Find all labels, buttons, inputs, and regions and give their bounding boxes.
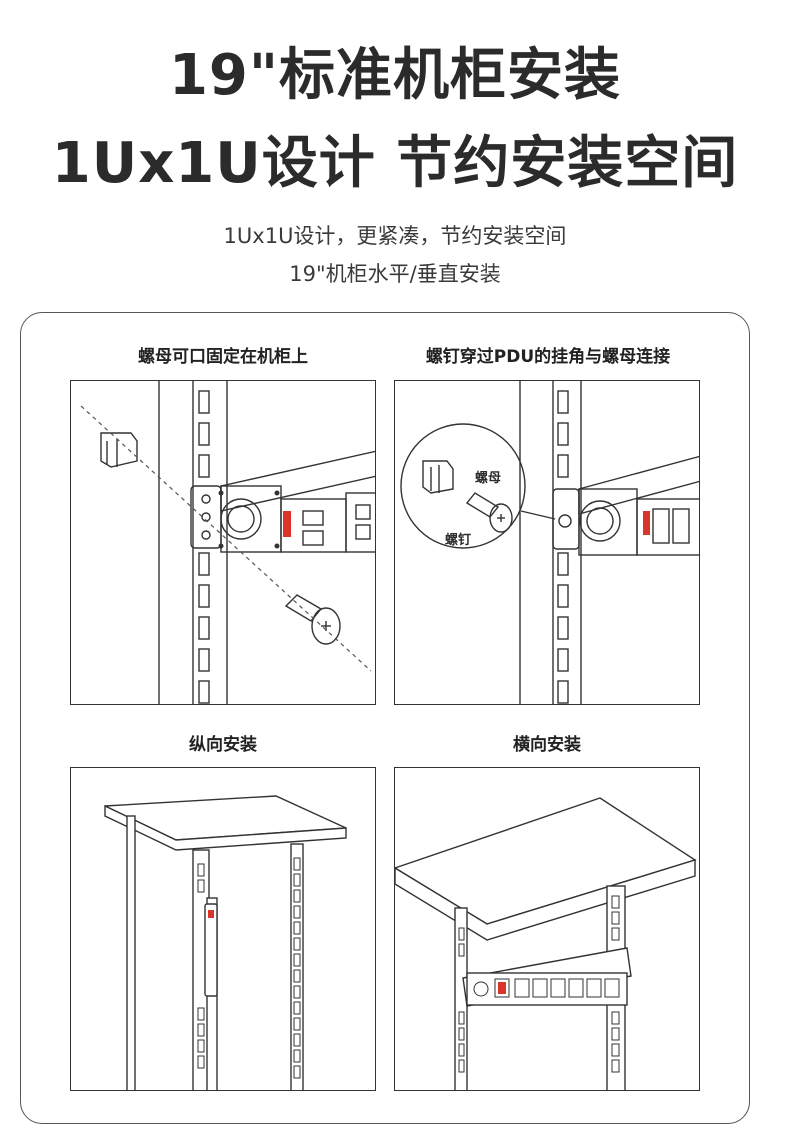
installation-card: [20, 312, 750, 1124]
vertical-install-illustration: [104, 795, 347, 1090]
subtitle-line2: 19"机柜水平/垂直安装: [289, 262, 501, 286]
nut-label: 螺母: [475, 471, 502, 486]
subtitle-line1: 1Ux1U设计，更紧凑，节约安装空间: [223, 224, 567, 248]
nut-fixing-illustration: [80, 381, 375, 704]
panel1-caption: 螺母可口固定在机柜上: [138, 347, 308, 367]
panel-vertical-install: [70, 767, 376, 1091]
page-title-line1: 19"标准机柜安装: [168, 43, 622, 108]
panel2-caption: 螺钉穿过PDU的挂角与螺母连接: [425, 347, 671, 367]
panel4-caption: 横向安装: [513, 735, 581, 755]
panel3-caption: 纵向安装: [189, 735, 257, 755]
screw-label: 螺钉: [445, 533, 472, 548]
screw-connect-illustration: [400, 381, 699, 704]
panel-horizontal-install: [394, 767, 700, 1091]
horizontal-install-illustration: [395, 797, 697, 1090]
panel-nut-fixing: [70, 380, 376, 705]
page-title-line2: 1Ux1U设计 节约安装空间: [51, 131, 739, 196]
panel-screw-connect: 螺母 螺钉: [394, 380, 700, 705]
